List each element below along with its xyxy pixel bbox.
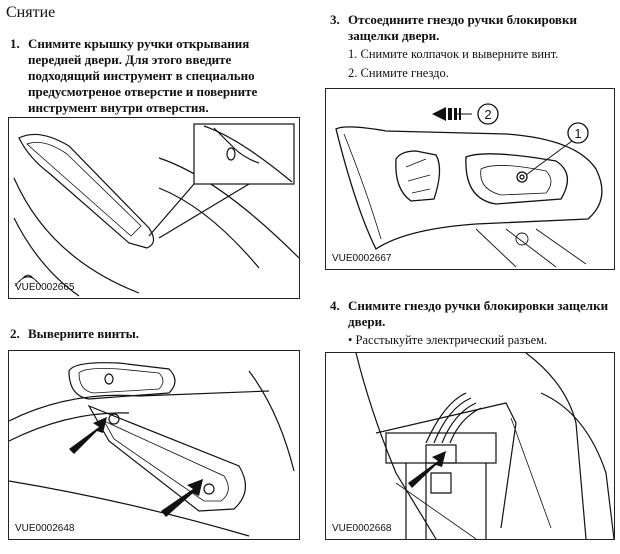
step-3-text: 3. Отсоедините гнездо ручки блокировки за…	[330, 12, 616, 44]
step-1-line: предусмотреное отверстие и поверните	[28, 84, 258, 99]
step-2-illustration: VUE0002648	[8, 350, 300, 540]
step-3-substeps: 1. Снимите колпачок и выверните винт. 2.…	[348, 46, 558, 81]
step-3-illustration: 1 2 VUE0002667	[325, 88, 615, 270]
step-3-line: Отсоедините гнездо ручки блокировки	[348, 12, 577, 27]
bullet-text: Расстыкуйте электрический разъем.	[355, 333, 548, 347]
step-2-line: Выверните винты.	[28, 326, 140, 341]
step-4-line: двери.	[348, 314, 386, 329]
step-1-number: 1.	[10, 36, 20, 51]
figure-code: VUE0002665	[15, 282, 75, 293]
step-4-bullets: • Расстыкуйте электрический разъем.	[348, 332, 547, 348]
substep: 2. Снимите гнездо.	[348, 66, 449, 80]
figure-code: VUE0002668	[332, 523, 392, 534]
step-1-text: 1. Снимите крышку ручки открывания передн…	[10, 36, 300, 116]
section-title: Снятие	[6, 4, 56, 21]
figure-code: VUE0002648	[15, 523, 75, 534]
step-1-line: передней двери. Для этого введите	[28, 52, 232, 67]
step-4-line: Снимите гнездо ручки блокировки защелки	[348, 298, 609, 313]
step-1-line: инструмент внутри отверстия.	[28, 100, 209, 115]
step-1-line: подходящий инструмент в специально	[28, 68, 255, 83]
substep: 1. Снимите колпачок и выверните винт.	[348, 47, 559, 61]
step-1-illustration: VUE0002665	[8, 117, 300, 299]
figure-code: VUE0002667	[332, 253, 392, 264]
step-3-line: защелки двери.	[348, 28, 440, 43]
arrow-pointer-icon	[69, 417, 107, 454]
bullet-icon: •	[348, 333, 353, 347]
step-2-text: 2. Выверните винты.	[10, 326, 139, 342]
step-4-number: 4.	[330, 298, 340, 313]
direction-arrow-icon	[432, 107, 461, 121]
electrical-connector-drawing	[355, 353, 614, 539]
door-handle-cover-drawing	[13, 123, 299, 297]
step-3-number: 3.	[330, 12, 340, 27]
step-2-number: 2.	[10, 326, 20, 341]
arrow-pointer-icon	[161, 479, 203, 517]
lock-handle-socket-drawing: 1 2	[335, 103, 603, 268]
callout-1: 1	[574, 126, 581, 141]
arrow-pointer-icon	[408, 451, 446, 488]
step-1-line: Снимите крышку ручки открывания	[28, 36, 250, 51]
screws-drawing	[9, 362, 295, 537]
step-4-illustration: VUE0002668	[325, 352, 615, 540]
step-4-text: 4. Снимите гнездо ручки блокировки защелк…	[330, 298, 616, 330]
callout-2: 2	[484, 107, 491, 122]
